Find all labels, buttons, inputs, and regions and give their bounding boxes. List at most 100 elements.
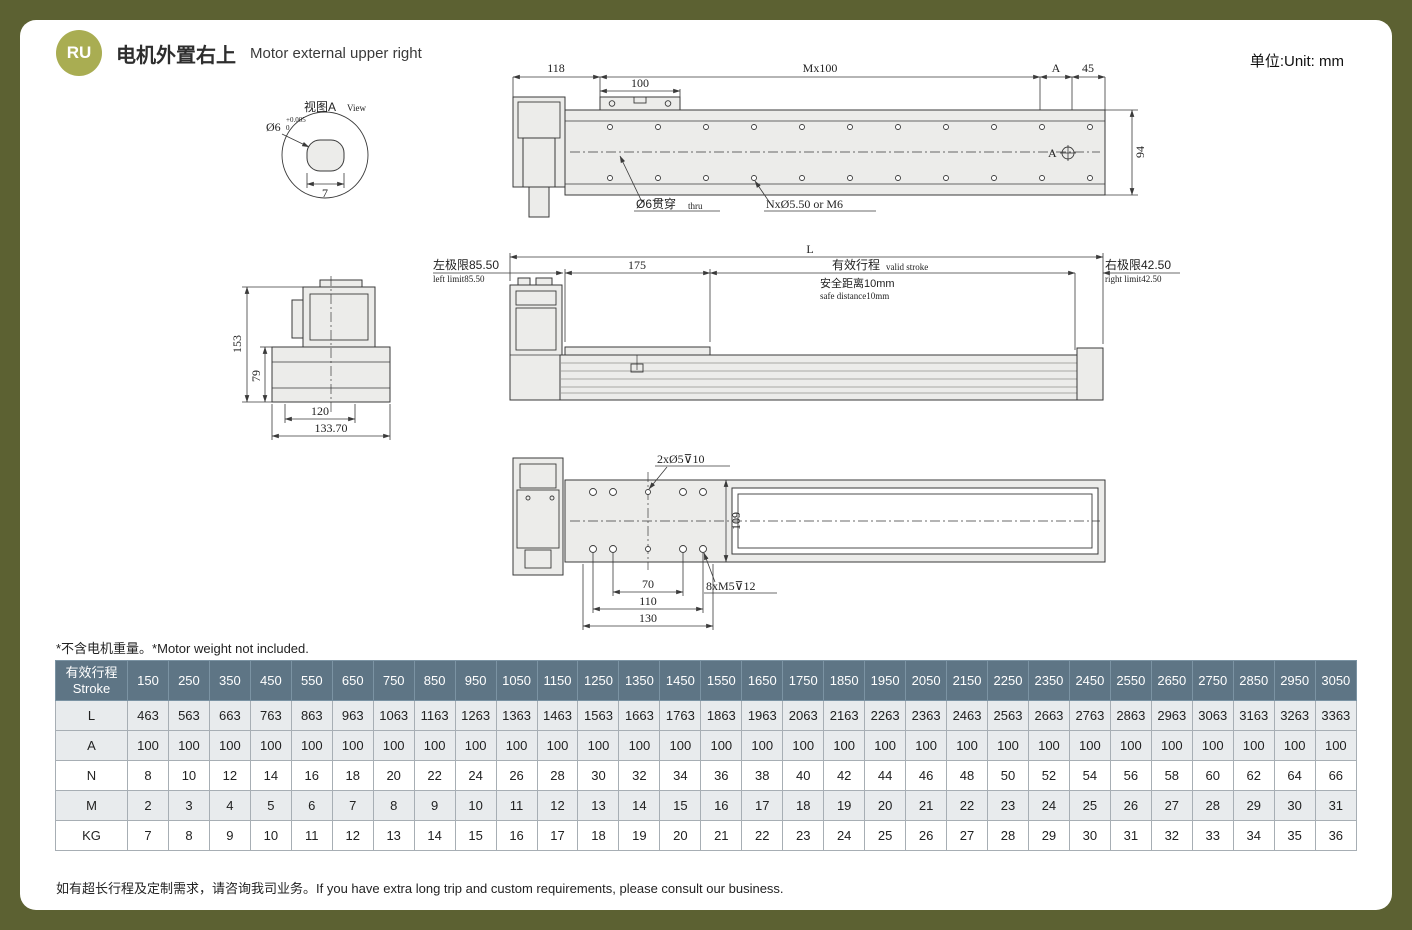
- spec-cell: 23: [782, 820, 825, 851]
- thru-hole-label-en: thru: [688, 201, 703, 211]
- model-badge: RU: [56, 30, 102, 76]
- spec-cell: 100: [700, 730, 743, 761]
- spec-cell: 58: [1150, 760, 1193, 791]
- spec-cell: 7: [331, 790, 374, 821]
- spec-cell: 23: [987, 790, 1029, 821]
- dim-153-label: 153: [230, 335, 244, 353]
- dim-120-label: 120: [311, 404, 329, 418]
- dim-133-label: 133.70: [315, 421, 348, 435]
- motor-body-bottom: [512, 457, 564, 576]
- stroke-col-header: 550: [290, 660, 333, 701]
- spec-cell: 11: [495, 790, 538, 821]
- spec-cell: 100: [167, 730, 210, 761]
- motor-body-end: [302, 286, 376, 348]
- dim-100-label: 100: [631, 76, 649, 90]
- spec-cell: 963: [331, 700, 374, 731]
- spec-cell: 64: [1273, 760, 1316, 791]
- stroke-col-header: 850: [413, 660, 456, 701]
- dim-70-label: 70: [642, 577, 654, 591]
- page-title-en: Motor external upper right: [250, 44, 422, 62]
- stroke-col-header: 650: [331, 660, 374, 701]
- detail-view-a: 视图A View Ø6 +0.005 0 7: [266, 99, 369, 200]
- spec-cell: 15: [659, 790, 702, 821]
- stroke-col-header: 1850: [823, 660, 866, 701]
- spec-cell: 100: [577, 730, 620, 761]
- spec-cell: 14: [413, 820, 456, 851]
- pin-holes-label: 2xØ5⊽10: [657, 452, 704, 466]
- spec-cell: 11: [290, 820, 333, 851]
- rail-body-side: [559, 354, 1101, 401]
- valid-stroke-label-zh: 有效行程: [832, 257, 880, 272]
- spec-cell: 35: [1273, 820, 1316, 851]
- spec-cell: 14: [618, 790, 661, 821]
- left-limit-label-en: left limit85.50: [433, 274, 485, 284]
- spec-cell: 15: [454, 820, 497, 851]
- tolerance-lower: 0: [286, 124, 290, 132]
- spec-cell: 1163: [413, 700, 456, 731]
- dim-7-label: 7: [322, 186, 328, 200]
- spec-cell: 27: [1150, 790, 1193, 821]
- stroke-col-header: 450: [249, 660, 292, 701]
- detail-circle: [281, 111, 369, 199]
- spec-cell: 20: [864, 790, 907, 821]
- spec-cell: 26: [905, 820, 948, 851]
- spec-cell: 1363: [495, 700, 538, 731]
- dim-110-label: 110: [639, 594, 657, 608]
- stroke-col-header: 2550: [1109, 660, 1152, 701]
- spec-cell: 29: [1027, 820, 1070, 851]
- spec-cell: 100: [782, 730, 825, 761]
- spec-cell: 40: [782, 760, 825, 791]
- spec-cell: 10: [454, 790, 497, 821]
- spec-cell: 17: [536, 820, 579, 851]
- row-label: A: [55, 730, 128, 761]
- spec-cell: 19: [823, 790, 866, 821]
- stroke-col-header: 1650: [741, 660, 784, 701]
- spec-cell: 66: [1314, 760, 1358, 791]
- spec-cell: 34: [1232, 820, 1275, 851]
- dim-175-label: 175: [628, 258, 646, 272]
- footer-note: 如有超长行程及定制需求，请咨询我司业务。If you have extra lo…: [56, 881, 784, 896]
- dim-l-label: L: [806, 242, 813, 256]
- spec-cell: 100: [127, 730, 169, 761]
- spec-cell: 17: [741, 790, 784, 821]
- rail-body-top: [564, 109, 1106, 196]
- stroke-col-header: 2250: [987, 660, 1029, 701]
- spec-cell: 663: [208, 700, 251, 731]
- spec-cell: 3163: [1232, 700, 1275, 731]
- dim-118-label: 118: [547, 61, 565, 75]
- spec-cell: 60: [1191, 760, 1234, 791]
- spec-cell: 100: [659, 730, 702, 761]
- spec-cell: 8: [372, 790, 415, 821]
- stroke-header-en: Stroke: [72, 680, 111, 696]
- spec-cell: 463: [127, 700, 169, 731]
- side-view: L 左极限85.50 left limit85.50 175 有效行程 vali…: [433, 242, 1180, 401]
- spec-cell: 13: [372, 820, 415, 851]
- spec-cell: 100: [741, 730, 784, 761]
- spec-cell: 1763: [659, 700, 702, 731]
- spec-cell: 33: [1191, 820, 1234, 851]
- spec-cell: 24: [1027, 790, 1070, 821]
- spec-cell: 100: [823, 730, 866, 761]
- spec-cell: 100: [1191, 730, 1234, 761]
- spec-cell: 30: [1273, 790, 1316, 821]
- spec-cell: 100: [987, 730, 1029, 761]
- spec-cell: 100: [536, 730, 579, 761]
- spec-cell: 3263: [1273, 700, 1316, 731]
- spec-cell: 3063: [1191, 700, 1234, 731]
- stroke-col-header: 1250: [577, 660, 620, 701]
- dim-94-label: 94: [1133, 146, 1147, 158]
- shaft-dia-label: Ø6: [266, 120, 281, 134]
- spec-cell: 763: [249, 700, 292, 731]
- stroke-col-header: 1750: [782, 660, 825, 701]
- spec-cell: 12: [536, 790, 579, 821]
- spec-cell: 563: [167, 700, 210, 731]
- spec-cell: 2863: [1109, 700, 1152, 731]
- dim-79-label: 79: [249, 370, 263, 382]
- spec-cell: 100: [1150, 730, 1193, 761]
